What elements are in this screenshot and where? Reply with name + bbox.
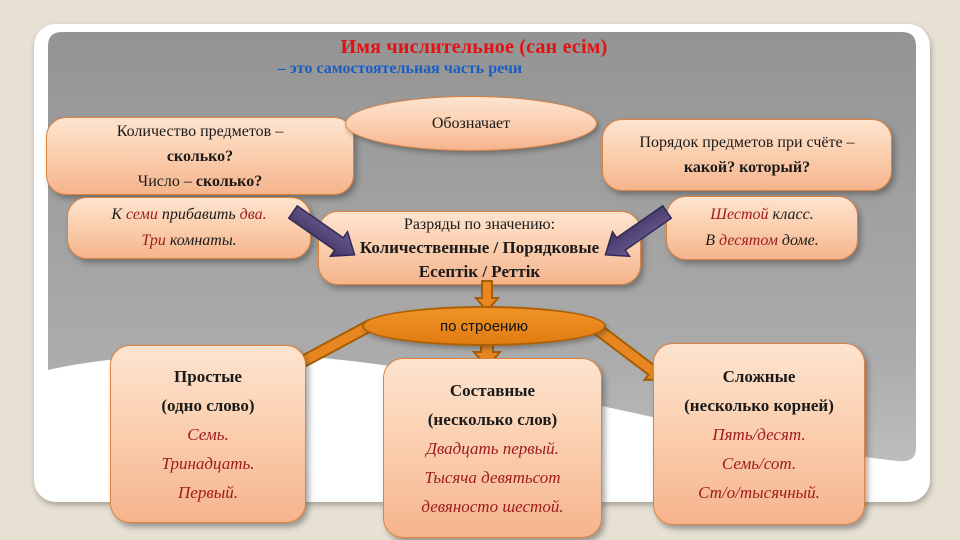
node-quantity-examples: К семи прибавить два. Три комнаты.	[67, 197, 311, 259]
quantity-example-line1: К семи прибавить два.	[111, 206, 267, 223]
complex-example: Ст/о/тысячный.	[698, 482, 820, 502]
complex-subtitle: (несколько корней)	[684, 395, 834, 415]
order-example-line1: Шестой класс.	[710, 206, 814, 223]
categories-line3: Есептік / Реттік	[418, 261, 541, 281]
complex-example: Пять/десят.	[712, 424, 806, 444]
node-quantity-meaning: Количество предметов – сколько? Число – …	[46, 117, 354, 195]
by-structure-label: по строению	[440, 317, 528, 335]
simple-subtitle: (одно слово)	[161, 395, 255, 415]
order-line1: Порядок предметов при счёте –	[639, 134, 855, 151]
designates-label: Обозначает	[431, 114, 511, 132]
node-order-examples: Шестой класс. В десятом доме.	[666, 196, 858, 260]
simple-title: Простые	[174, 366, 242, 386]
categories-line2: Количественные / Порядковые	[359, 237, 600, 257]
compound-example: девяносто шестой.	[421, 496, 564, 516]
quantity-line3: Число – сколько?	[137, 172, 263, 190]
order-example-line2: В десятом доме.	[705, 232, 819, 249]
quantity-line2: сколько?	[166, 147, 234, 165]
quantity-example-line2: Три комнаты.	[141, 232, 237, 249]
order-line2: какой? который?	[683, 159, 811, 176]
compound-subtitle: (несколько слов)	[427, 409, 558, 429]
node-order-meaning: Порядок предметов при счёте – какой? кот…	[602, 119, 892, 191]
complex-title: Сложные	[722, 366, 796, 386]
simple-example: Семь.	[187, 424, 229, 444]
node-complex: Сложные (несколько корней) Пять/десят. С…	[653, 343, 865, 525]
node-simple: Простые (одно слово) Семь. Тринадцать. П…	[110, 345, 306, 523]
compound-title: Составные	[449, 380, 536, 400]
quantity-line1: Количество предметов –	[116, 122, 284, 140]
node-designates: Обозначает	[345, 96, 597, 151]
node-by-structure: по строению	[362, 306, 606, 346]
complex-example: Семь/сот.	[721, 453, 797, 473]
node-categories: Разряды по значению: Количественные / По…	[318, 211, 641, 285]
slide-subtitle: – это самостоятельная часть речи	[277, 60, 523, 77]
node-compound: Составные (несколько слов) Двадцать перв…	[383, 358, 602, 538]
slide-title: Имя числительное (сан есім)	[340, 36, 608, 58]
compound-example: Двадцать первый.	[426, 438, 559, 458]
compound-example: Тысяча девятьсот	[424, 467, 561, 487]
simple-example: Тринадцать.	[161, 453, 255, 473]
simple-example: Первый.	[178, 482, 238, 502]
categories-line1: Разряды по значению:	[403, 215, 556, 233]
